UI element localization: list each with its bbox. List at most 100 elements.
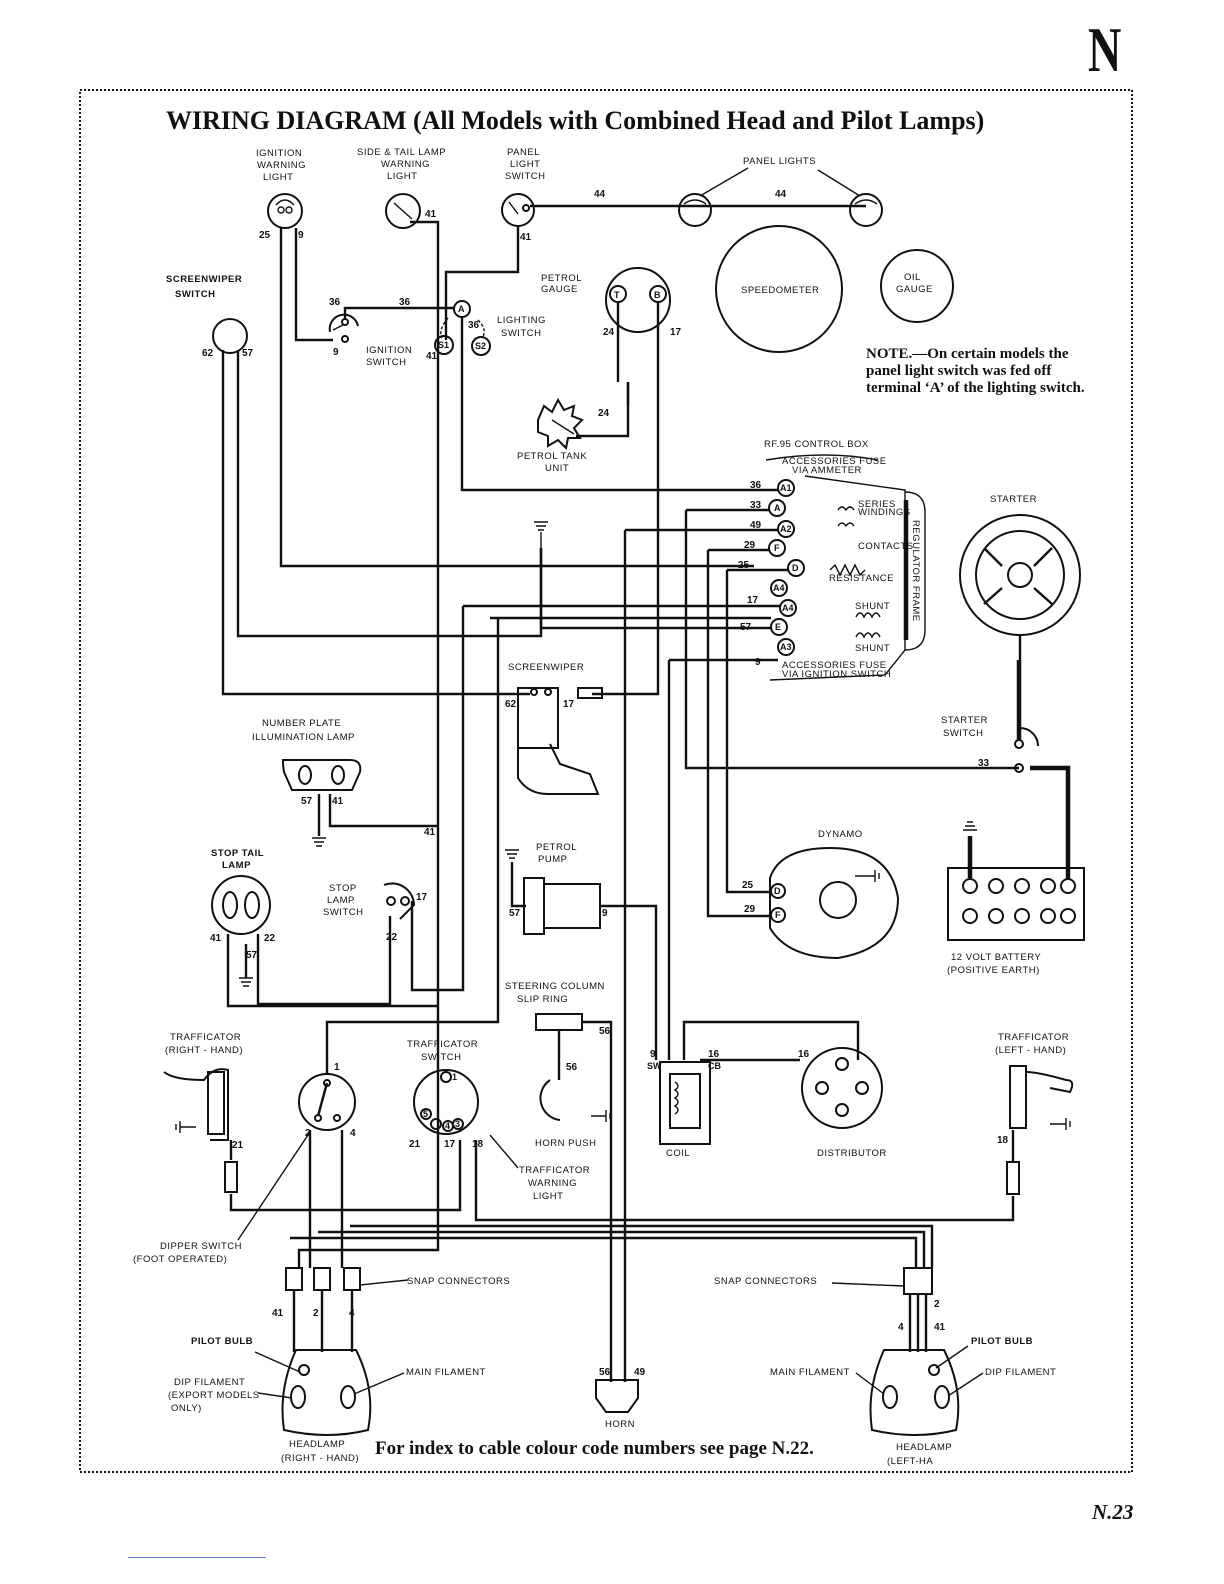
label-9: 9	[298, 230, 304, 241]
label-4b: 4	[898, 1322, 904, 1333]
ds-1: 1	[334, 1062, 340, 1073]
page-number: N.23	[1092, 1500, 1134, 1524]
terminal-A3: A3	[780, 642, 792, 652]
label-25: 25	[259, 230, 271, 241]
acc-fuse-ign-l2: VIA IGNITION SWITCH	[782, 669, 891, 680]
footer-text: For index to cable colour code numbers s…	[375, 1438, 814, 1459]
screenwiper-switch: SCREENWIPER SWITCH 62 57	[166, 274, 254, 359]
screenwiper-switch-l1: SCREENWIPER	[166, 274, 242, 285]
label-62: 62	[202, 348, 214, 359]
regulator-frame-label: REGULATOR FRAME	[910, 520, 921, 622]
stop-switch-l1: STOP	[329, 883, 357, 894]
label-56c: 56	[599, 1367, 611, 1378]
label-16a: 16	[708, 1049, 720, 1060]
trafficator-left-l2: (LEFT - HAND)	[995, 1045, 1066, 1056]
terminal-S1: S1	[438, 340, 449, 350]
label-57d: 57	[246, 950, 258, 961]
stop-lamp-switch: STOP LAMP SWITCH 17 22	[323, 882, 428, 943]
snap-connectors-right: SNAP CONNECTORS	[285, 1267, 510, 1291]
label-57a: 57	[242, 348, 254, 359]
terminal-A4: A4	[782, 603, 794, 613]
ignition-switch: IGNITION SWITCH 36 36 9	[328, 297, 412, 368]
trafficator-left-l1: TRAFFICATOR	[998, 1032, 1069, 1043]
ts-4: 4	[445, 1121, 450, 1131]
screenwiper-switch-l2: SWITCH	[175, 289, 215, 300]
label-41b: 41	[520, 232, 532, 243]
battery-l1: 12 VOLT BATTERY	[951, 952, 1041, 963]
ignition-warning-light-l1: IGNITION	[256, 148, 302, 159]
label-24a: 24	[603, 327, 615, 338]
ts-3: 3	[455, 1119, 460, 1129]
lighting-switch-l1: LIGHTING	[497, 315, 546, 326]
terminal-A2: A2	[780, 524, 792, 534]
label-17c: 17	[563, 699, 575, 710]
main-filament-right: MAIN FILAMENT	[406, 1367, 486, 1378]
label-56b: 56	[566, 1062, 578, 1073]
control-box: RF.95 CONTROL BOX ACCESSORIES FUSE VIA A…	[738, 439, 926, 681]
lighting-switch-l2: SWITCH	[501, 328, 541, 339]
side-tail-l2: WARNING	[381, 159, 430, 170]
label-21b: 21	[409, 1139, 421, 1150]
ignition-warning-light-l2: WARNING	[257, 160, 306, 171]
traf-warning-l2: WARNING	[528, 1178, 577, 1189]
label-17b: 17	[747, 595, 759, 606]
headlamp-left-l2: (LEFT-HA	[887, 1456, 933, 1467]
bottom-rule	[128, 1557, 266, 1558]
label-17a: 17	[670, 327, 682, 338]
slip-ring-l1: STEERING COLUMN	[505, 981, 605, 992]
terminal-A-ls: A	[458, 304, 465, 314]
horn-push-label: HORN PUSH	[535, 1138, 597, 1149]
label-41c: 41	[426, 351, 438, 362]
snap-connectors-left: SNAP CONNECTORS	[714, 1267, 933, 1295]
series-windings-l2: WINDINGS	[858, 507, 911, 518]
ignition-warning-light: IGNITION WARNING LIGHT 25 9	[256, 148, 306, 241]
petrol-tank-unit-l2: UNIT	[545, 463, 569, 474]
terminal-A: A	[774, 503, 781, 513]
wiring-harness	[221, 204, 1071, 1382]
diagram-title: WIRING DIAGRAM (All Models with Combined…	[166, 106, 985, 135]
label-22a: 22	[264, 933, 276, 944]
panel-lights-label: PANEL LIGHTS	[743, 156, 816, 167]
headlamp-right-l2: (RIGHT - HAND)	[281, 1453, 359, 1464]
dipper-switch: 1 2 4 DIPPER SWITCH (FOOT OPERATED)	[133, 1062, 356, 1265]
ds-2: 2	[305, 1128, 311, 1139]
acc-fuse-ign-l1: ACCESSORIES FUSE	[782, 660, 887, 671]
note-box: NOTE.—On certain models the panel light …	[866, 346, 1106, 397]
side-tail-l1: SIDE & TAIL LAMP	[357, 147, 446, 158]
headlamp-left-l1: HEADLAMP	[896, 1442, 952, 1453]
dipper-l1: DIPPER SWITCH	[160, 1241, 242, 1252]
terminal-D-dyn: D	[774, 886, 781, 896]
section-letter: N	[1088, 14, 1122, 85]
label-56a: 56	[599, 1026, 611, 1037]
label-49b: 49	[634, 1367, 646, 1378]
label-9e: 9	[650, 1049, 656, 1060]
terminal-SW: SW	[647, 1061, 662, 1071]
dip-export-l1: DIP FILAMENT	[174, 1377, 245, 1388]
label-2b: 2	[934, 1299, 940, 1310]
label-36d: 36	[750, 480, 762, 491]
diagram-border	[79, 89, 1133, 1473]
starter-switch: STARTER SWITCH 33	[941, 715, 1039, 773]
petrol-tank-unit: PETROL TANK UNIT 24	[517, 397, 610, 474]
label-9b: 9	[333, 347, 339, 358]
horn-label: HORN	[605, 1419, 635, 1430]
petrol-pump-l1: PETROL	[536, 842, 577, 853]
stop-switch-l3: SWITCH	[323, 907, 363, 918]
resistance-label: RESISTANCE	[829, 573, 894, 584]
starter: STARTER	[959, 494, 1081, 660]
headlamp-right: HEADLAMP (RIGHT - HAND) 41 2 4	[272, 1308, 372, 1464]
headlamp-callouts: PILOT BULB DIP FILAMENT (EXPORT MODELS O…	[168, 1336, 1056, 1414]
acc-fuse-amm-l2: VIA AMMETER	[792, 465, 862, 476]
panel-light-switch-l3: SWITCH	[505, 171, 545, 182]
series-windings-l1: SERIES	[858, 499, 896, 510]
number-plate-l2: ILLUMINATION LAMP	[252, 732, 355, 743]
note-lead: NOTE.	[866, 346, 913, 362]
panel-lights: PANEL LIGHTS 44 44	[594, 156, 883, 227]
label-33b: 33	[978, 758, 990, 769]
label-9c: 9	[755, 657, 761, 668]
label-17e: 17	[444, 1139, 456, 1150]
terminal-A4-top: A4	[773, 583, 785, 593]
trafficator-right: TRAFFICATOR (RIGHT - HAND) 21	[163, 1032, 244, 1151]
stop-tail-l1: STOP TAIL	[211, 848, 264, 859]
label-18a: 18	[472, 1139, 484, 1150]
